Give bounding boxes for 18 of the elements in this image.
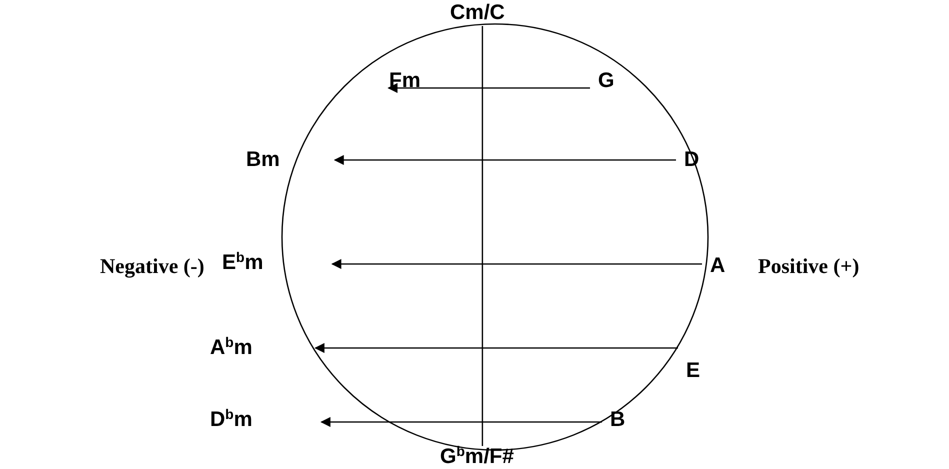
arrow [388,83,590,93]
arrow [320,417,602,427]
key-label: Fm [389,69,420,93]
key-label: Cm/C [450,1,505,25]
axis-label: Negative (-) [100,254,204,278]
key-label: E$^{b}$m [222,251,264,275]
axis-label: Positive (+) [758,254,860,278]
key-label: A$^{b}$m [210,336,252,360]
key-label: D$^{b}$m [210,408,252,432]
arrow [314,343,678,353]
arrow [331,259,702,269]
key-label: Bm [246,148,280,172]
arrow [334,155,676,165]
key-label: B [610,408,626,432]
key-label: G [598,69,614,93]
key-label: A [710,254,726,278]
key-label: E [686,359,700,383]
axis-line [482,26,484,446]
